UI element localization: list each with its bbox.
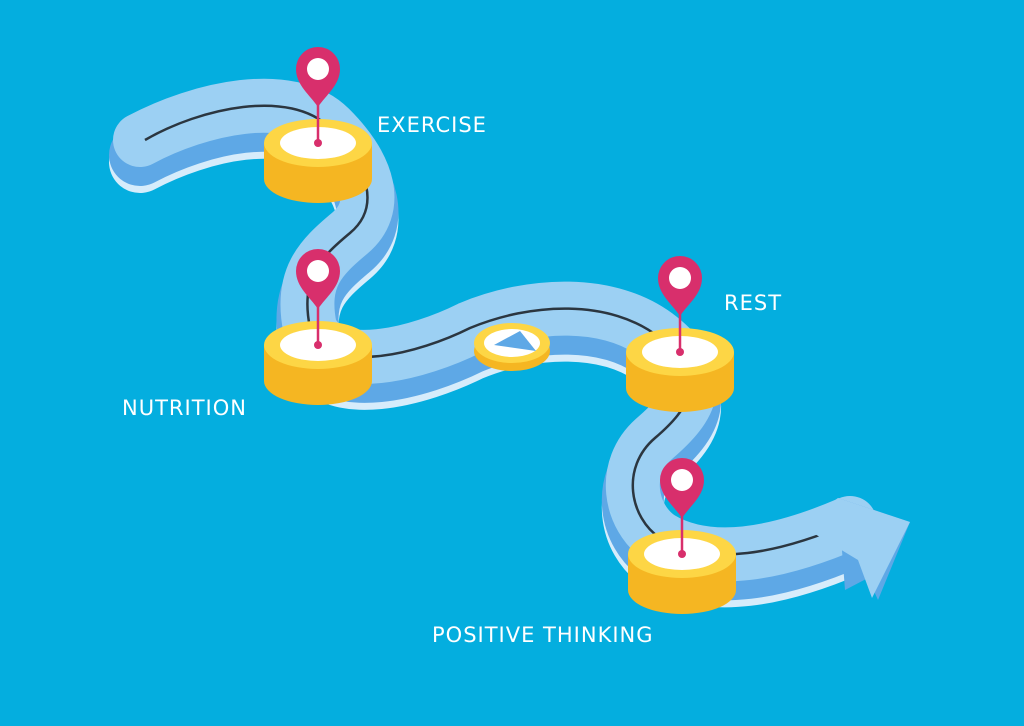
map-pin-icon xyxy=(296,249,340,349)
pin-hole xyxy=(307,260,329,282)
stop-cylinder-base xyxy=(628,566,736,614)
milestone-stops xyxy=(264,47,736,614)
stop-cylinder-base xyxy=(264,155,372,203)
milestone-stop-positive-thinking xyxy=(628,458,736,614)
pin-hole xyxy=(307,58,329,80)
pin-hole xyxy=(671,469,693,491)
milestone-label-exercise: EXERCISE xyxy=(377,113,487,137)
stop-cylinder-base xyxy=(264,357,372,405)
pin-base-dot xyxy=(314,139,322,147)
compass-icon xyxy=(474,323,550,371)
milestone-stop-nutrition xyxy=(264,249,372,405)
milestone-stop-exercise xyxy=(264,47,372,203)
pin-base-dot xyxy=(676,348,684,356)
map-pin-icon xyxy=(658,256,702,356)
pin-hole xyxy=(669,267,691,289)
map-pin-icon xyxy=(660,458,704,558)
arrow-head-icon xyxy=(800,498,910,600)
milestone-stop-rest xyxy=(626,256,734,412)
pin-base-dot xyxy=(314,341,322,349)
map-pin-icon xyxy=(296,47,340,147)
milestone-label-positive-thinking: POSITIVE THINKING xyxy=(432,623,654,647)
milestone-label-nutrition: NUTRITION xyxy=(122,396,247,420)
pin-base-dot xyxy=(678,550,686,558)
stop-cylinder-base xyxy=(626,364,734,412)
milestone-label-rest: REST xyxy=(724,291,783,315)
